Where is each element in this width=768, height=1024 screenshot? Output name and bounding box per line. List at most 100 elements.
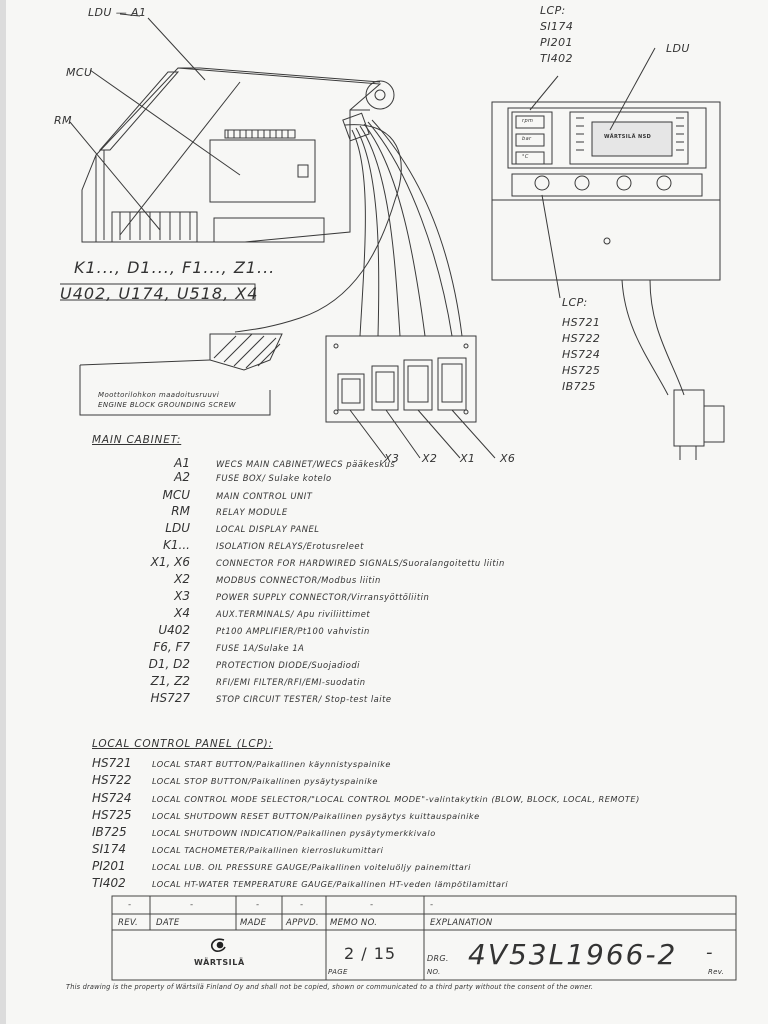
legend-code: HS722 xyxy=(92,773,132,787)
legend-code: U402 xyxy=(158,623,190,637)
legend-row: U402 Pt100 AMPLIFIER/Pt100 vahvistin xyxy=(60,623,760,640)
tb-dash: - xyxy=(190,900,194,910)
legend-row: RM RELAY MODULE xyxy=(60,504,760,521)
legend-code: TI402 xyxy=(92,876,126,890)
tb-header-made: MADE xyxy=(240,918,267,928)
panel-logo: WÄRTSILÄ NSD xyxy=(604,134,652,140)
label-connector-x3: X3 xyxy=(384,452,400,465)
label-lcp-bottom-item: HS724 xyxy=(562,348,601,361)
main-cabinet-heading: MAIN CABINET: xyxy=(92,434,182,446)
gauge-temp xyxy=(515,151,545,165)
tb-dash: - xyxy=(128,900,132,910)
relay-module xyxy=(111,211,198,243)
legend-code: Z1, Z2 xyxy=(150,674,190,688)
label-lcp-bottom-item: HS721 xyxy=(562,316,601,329)
legend-code: K1... xyxy=(163,538,190,552)
legend-desc: LOCAL START BUTTON/Paikallinen käynnisty… xyxy=(152,759,391,769)
grounding-block xyxy=(209,333,283,371)
legend-row: HS722 LOCAL STOP BUTTON/Paikallinen pysäy… xyxy=(60,773,760,790)
lcp-cable xyxy=(621,279,669,396)
lcp-button-3 xyxy=(616,175,632,191)
legend-code: X1, X6 xyxy=(150,555,190,569)
no-label: NO. xyxy=(427,968,441,976)
legend-row: A2 FUSE BOX/ Sulake kotelo xyxy=(60,470,760,487)
legend-code: PI201 xyxy=(92,859,126,873)
legend-row: Z1, Z2 RFI/EMI FILTER/RFI/EMI-suodatin xyxy=(60,674,760,691)
legend-code: IB725 xyxy=(92,825,127,839)
tb-header-appvd: APPVD. xyxy=(286,918,319,928)
legend-row: HS727 STOP CIRCUIT TESTER/ Stop-test lait… xyxy=(60,691,760,708)
label-lcp-top-item: TI402 xyxy=(540,52,573,65)
legend-code: HS724 xyxy=(92,791,132,805)
gauge-rpm xyxy=(515,115,545,129)
legend-desc: LOCAL TACHOMETER/Paikallinen kierrosluku… xyxy=(152,845,384,855)
gauge-label-rpm: rpm xyxy=(522,118,534,124)
gauge-label-bar: bar xyxy=(522,136,532,142)
legend-desc: AUX.TERMINALS/ Apu riviliittimet xyxy=(216,609,371,619)
label-lcp-bottom-title: LCP: xyxy=(562,296,588,309)
legend-code: LDU xyxy=(165,521,190,535)
legend-desc: LOCAL LUB. OIL PRESSURE GAUGE/Paikalline… xyxy=(152,862,471,872)
legend-code: MCU xyxy=(162,488,190,502)
mcu-board xyxy=(209,139,316,203)
legend-row: PI201 LOCAL LUB. OIL PRESSURE GAUGE/Paika… xyxy=(60,859,760,876)
label-rm: RM xyxy=(54,114,72,127)
label-lcp-bottom-item: HS722 xyxy=(562,332,601,345)
connector-plate xyxy=(325,335,477,423)
legend-code: X3 xyxy=(174,589,190,603)
label-connector-x1: X1 xyxy=(460,452,476,465)
legend-code: HS721 xyxy=(92,756,132,770)
label-k-line: K1..., D1..., F1..., Z1... xyxy=(74,258,276,277)
rev-value: - xyxy=(706,942,713,963)
legend-desc: RFI/EMI FILTER/RFI/EMI-suodatin xyxy=(216,677,366,687)
label-ldu-right: LDU xyxy=(666,42,690,55)
legend-desc: FUSE BOX/ Sulake kotelo xyxy=(216,473,332,483)
legend-code: A1 xyxy=(174,456,190,470)
legend-desc: RELAY MODULE xyxy=(216,507,288,517)
label-connector-x6: X6 xyxy=(500,452,516,465)
cabinet-drawing xyxy=(60,13,725,460)
legend-code: RM xyxy=(171,504,190,518)
legend-code: D1, D2 xyxy=(148,657,190,671)
drawing-number: 4V53L1966-2 xyxy=(468,938,678,971)
company-name: WÄRTSILÄ xyxy=(194,958,245,967)
gauge-bar xyxy=(515,133,545,147)
label-lcp-top-title: LCP: xyxy=(540,4,566,17)
page-label: PAGE xyxy=(328,968,348,976)
legend-desc: POWER SUPPLY CONNECTOR/Virransyöttöliiti… xyxy=(216,592,430,602)
tb-header-rev: REV. xyxy=(118,918,139,928)
label-lcp-top-item: SI174 xyxy=(540,20,574,33)
legend-desc: FUSE 1A/Sulake 1A xyxy=(216,643,305,653)
rev-label: Rev. xyxy=(708,968,725,976)
lcp-button-2 xyxy=(574,175,590,191)
legend-row: IB725 LOCAL SHUTDOWN INDICATION/Paikallin… xyxy=(60,825,760,842)
label-ldu-a1: LDU — A1 xyxy=(88,6,147,19)
legend-desc: LOCAL SHUTDOWN INDICATION/Paikallinen py… xyxy=(152,828,436,838)
legend-code: HS725 xyxy=(92,808,132,822)
label-lcp-top-item: PI201 xyxy=(540,36,573,49)
label-connector-x2: X2 xyxy=(422,452,438,465)
wartsila-logo-icon xyxy=(210,938,226,952)
tb-dash: - xyxy=(370,900,374,910)
legend-desc: MODBUS CONNECTOR/Modbus liitin xyxy=(216,575,381,585)
legend-code: A2 xyxy=(174,470,190,484)
lcp-panel xyxy=(491,101,721,281)
legend-code: HS727 xyxy=(150,691,190,705)
legend-desc: Pt100 AMPLIFIER/Pt100 vahvistin xyxy=(216,626,370,636)
legend-desc: LOCAL DISPLAY PANEL xyxy=(216,524,320,534)
legend-desc: LOCAL STOP BUTTON/Paikallinen pysäytyspa… xyxy=(152,776,378,786)
drg-label: DRG. xyxy=(427,954,449,963)
legend-row: LDU LOCAL DISPLAY PANEL xyxy=(60,521,760,538)
legend-code: X2 xyxy=(174,572,190,586)
legend-desc: STOP CIRCUIT TESTER/ Stop-test laite xyxy=(216,694,392,704)
legend-desc: WECS MAIN CABINET/WECS pääkeskus xyxy=(216,459,396,469)
gauge-label-temp: °C xyxy=(522,154,529,160)
tb-dash: - xyxy=(430,900,434,910)
legend-row: K1...ISOLATION RELAYS/Erotusreleet xyxy=(60,538,760,555)
